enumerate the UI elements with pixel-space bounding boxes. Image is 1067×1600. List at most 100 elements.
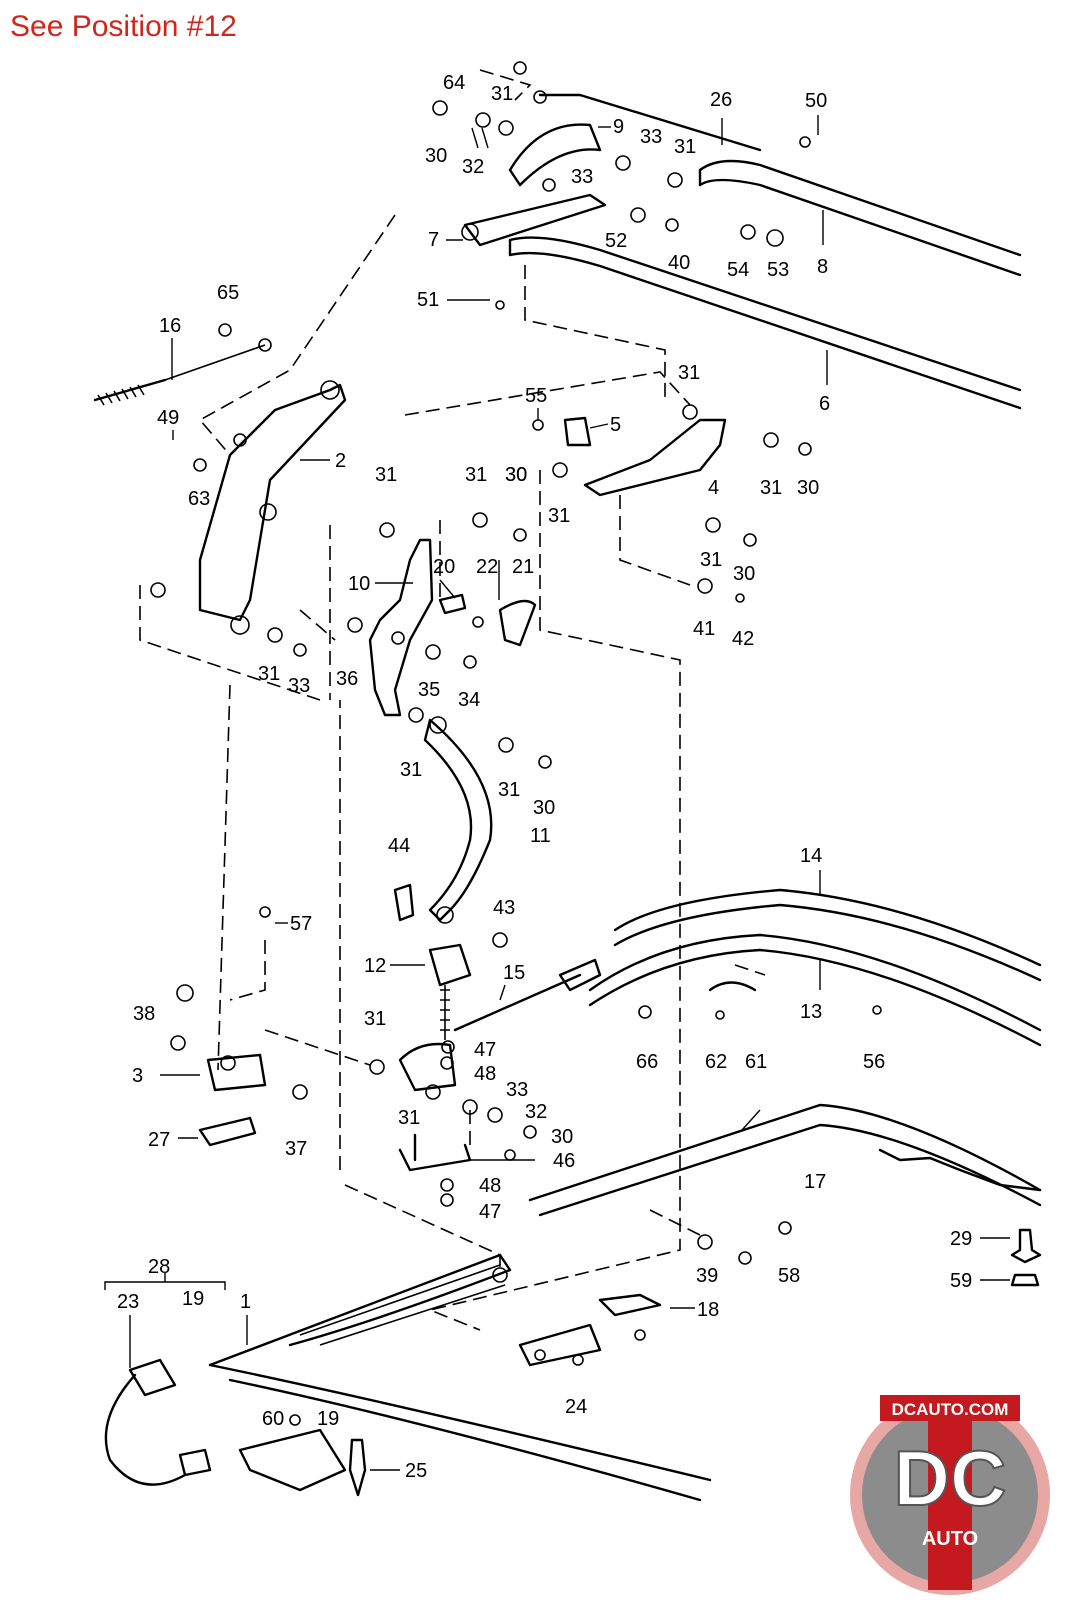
callout-39: 39 — [696, 1265, 718, 1287]
callout-64: 64 — [443, 72, 465, 94]
callout-31: 31 — [375, 464, 397, 486]
callout-31: 31 — [364, 1008, 386, 1030]
callout-21: 21 — [512, 556, 534, 578]
callout-25: 25 — [405, 1460, 427, 1482]
callout-34: 34 — [458, 689, 480, 711]
callout-41: 41 — [693, 618, 715, 640]
frame-parts — [93, 90, 1042, 1502]
callout-11: 11 — [530, 825, 551, 847]
callout-27: 27 — [148, 1129, 170, 1151]
callout-17: 17 — [804, 1171, 826, 1193]
callout-26: 26 — [710, 89, 732, 111]
callout-20: 20 — [433, 556, 455, 578]
callout-49: 49 — [157, 407, 179, 429]
dcauto-logo: DCAUTO.COM DC AUTO — [850, 1395, 1050, 1595]
callout-31: 31 — [548, 505, 570, 527]
logo-bottom-text: AUTO — [922, 1528, 978, 1550]
callout-14: 14 — [800, 845, 822, 867]
callout-16: 16 — [159, 315, 181, 337]
callout-51: 51 — [417, 289, 439, 311]
callout-31: 31 — [700, 549, 722, 571]
callout-43: 43 — [493, 897, 515, 919]
callout-36: 36 — [336, 668, 358, 690]
logo-top-banner — [880, 1395, 1020, 1421]
callout-31: 31 — [400, 759, 422, 781]
callout-1: 1 — [240, 1291, 251, 1313]
hardware-parts — [150, 61, 882, 1426]
callout-33: 33 — [571, 166, 593, 188]
callout-31: 31 — [465, 464, 487, 486]
callout-19: 19 — [182, 1288, 204, 1310]
callout-32: 32 — [525, 1101, 547, 1123]
callout-33: 33 — [288, 675, 310, 697]
callout-31: 31 — [674, 136, 696, 158]
callout-40: 40 — [668, 252, 690, 274]
callout-28: 28 — [148, 1256, 170, 1278]
logo-red-bar — [928, 1410, 972, 1590]
leader-lines — [104, 115, 1010, 1471]
callout-66: 66 — [636, 1051, 658, 1073]
callout-63: 63 — [188, 488, 210, 510]
callout-3: 3 — [132, 1065, 143, 1087]
callout-32: 32 — [462, 156, 484, 178]
callout-31: 31 — [678, 362, 700, 384]
callout-31: 31 — [491, 83, 513, 105]
callout-53: 53 — [767, 259, 789, 281]
callout-57: 57 — [290, 913, 312, 935]
callout-2: 2 — [335, 450, 346, 472]
callout-62: 62 — [705, 1051, 727, 1073]
callout-8: 8 — [817, 256, 828, 278]
callout-12: 12 — [364, 955, 386, 977]
callout-55: 55 — [525, 385, 547, 407]
callout-30: 30 — [533, 797, 555, 819]
callout-33: 33 — [640, 126, 662, 148]
callout-47: 47 — [479, 1201, 501, 1223]
callout-31: 31 — [398, 1107, 420, 1129]
callout-30: 30 — [797, 477, 819, 499]
callout-50: 50 — [805, 90, 827, 112]
callout-30: 30 — [505, 464, 527, 486]
callout-31: 31 — [498, 779, 520, 801]
callout-29: 29 — [950, 1228, 972, 1250]
callout-48: 48 — [474, 1063, 496, 1085]
callout-10: 10 — [348, 573, 370, 595]
callout-30: 30 — [505, 464, 527, 486]
callout-54: 54 — [727, 259, 749, 281]
logo-top-text: DCAUTO.COM — [892, 1400, 1009, 1419]
callout-30: 30 — [425, 145, 447, 167]
callout-labels: 64 31 30 32 9 33 26 50 31 33 7 52 40 54 … — [117, 72, 972, 1482]
callout-35: 35 — [418, 679, 440, 701]
callout-38: 38 — [133, 1003, 155, 1025]
callout-60: 60 — [262, 1408, 284, 1430]
callout-19: 19 — [317, 1408, 339, 1430]
callout-31: 31 — [760, 477, 782, 499]
callout-65: 65 — [217, 282, 239, 304]
callout-44: 44 — [388, 835, 410, 857]
callout-56: 56 — [863, 1051, 885, 1073]
callout-5: 5 — [610, 414, 621, 436]
callout-15: 15 — [503, 962, 525, 984]
callout-23: 23 — [117, 1291, 139, 1313]
callout-37: 37 — [285, 1138, 307, 1160]
callout-31: 31 — [258, 663, 280, 685]
callout-33: 33 — [506, 1079, 528, 1101]
callout-22: 22 — [476, 556, 498, 578]
callout-48: 48 — [479, 1175, 501, 1197]
see-position-note: See Position #12 — [10, 10, 237, 43]
callout-6: 6 — [819, 393, 830, 415]
callout-4: 4 — [708, 477, 719, 499]
callout-47: 47 — [474, 1039, 496, 1061]
callout-46: 46 — [553, 1150, 575, 1172]
callout-42: 42 — [732, 628, 754, 650]
callout-18: 18 — [697, 1299, 719, 1321]
callout-13: 13 — [800, 1001, 822, 1023]
callout-59: 59 — [950, 1270, 972, 1292]
logo-main-text: DC — [894, 1434, 1007, 1522]
callout-30: 30 — [551, 1126, 573, 1148]
callout-24: 24 — [565, 1396, 587, 1418]
callout-9: 9 — [613, 116, 624, 138]
callout-7: 7 — [428, 229, 439, 251]
callout-52: 52 — [605, 230, 627, 252]
callout-30: 30 — [733, 563, 755, 585]
